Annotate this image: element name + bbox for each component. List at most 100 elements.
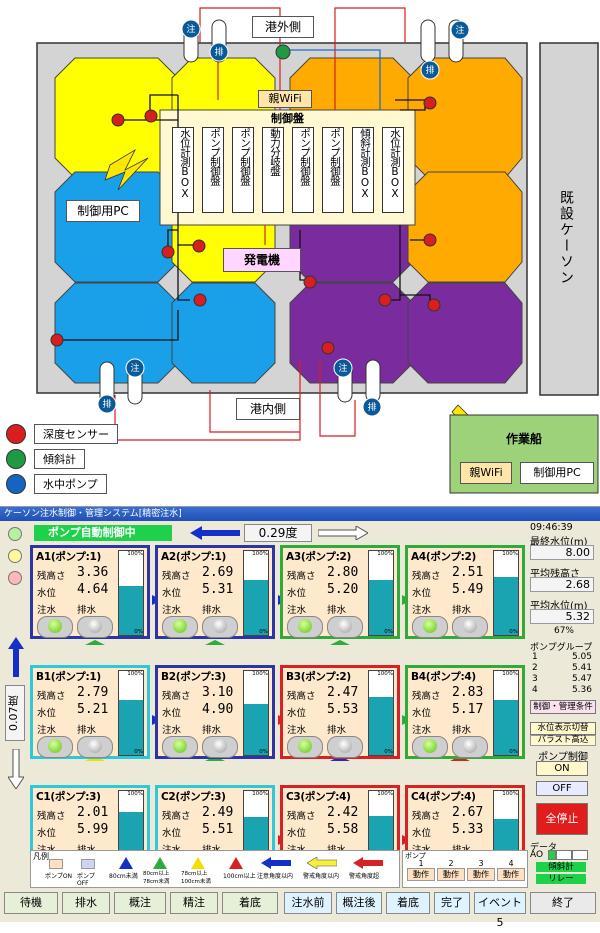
legend-80-78: 80cm以上78cm未満 [143,871,170,885]
tile-level-value: 5.21 [77,702,109,717]
gauge-max-label: 100% [127,551,143,557]
control-pc-label: 制御用PC [66,200,140,222]
drain-toggle[interactable] [327,736,363,758]
landing-2-button[interactable]: 着底 [386,892,430,914]
depth-sensor-icon [6,424,26,444]
inject-led-icon [48,739,62,753]
inject-toggle[interactable] [162,736,198,758]
tile-drain-label: 排水 [77,605,97,616]
inject-mark-1: 注 [186,25,196,35]
tile-remaining-value: 2.49 [202,805,234,820]
tile-level-gauge-fill [369,697,393,755]
depth-sensors [50,96,441,355]
gauge-max-label: 100% [127,791,143,797]
port-outside-label: 港外側 [252,16,314,38]
drain-toggle[interactable] [327,616,363,638]
drain-toggle[interactable] [77,736,113,758]
tile-remaining-label: 残高さ [287,691,316,702]
inject-toggle[interactable] [287,736,323,758]
gauge-max-label: 100% [502,671,518,677]
gauge-max-label: 100% [127,671,143,677]
all-stop-button[interactable]: 全停止 [536,803,588,835]
inject-toggle[interactable] [287,616,323,638]
tile-level-gauge: 100%0% [118,550,144,636]
gauge-max-label: 100% [377,551,393,557]
tile-level-value: 5.51 [202,822,234,837]
water-level-switch-button[interactable]: 水位表示切替 [530,722,596,735]
tile-level-gauge-fill [369,580,393,635]
drain-toggle[interactable] [202,736,238,758]
drain-button[interactable]: 排水 [62,892,110,914]
tile-remaining-value: 2.80 [327,565,359,580]
tile-level-gauge: 100%0% [368,670,394,756]
inject-toggle[interactable] [412,736,448,758]
tile-remaining-value: 2.67 [452,805,484,820]
drain-toggle[interactable] [202,616,238,638]
inject-toggle[interactable] [162,616,198,638]
legend-caution-arrow-icon [261,857,291,869]
rough-inject-button[interactable]: 概注 [114,892,166,914]
legend-over-100: 100cm以上 [223,873,256,880]
legend-caution: 注意角度以内 [257,873,294,880]
landing-button[interactable]: 着底 [222,892,278,914]
event5-button[interactable]: イベント5 [474,892,526,929]
inject-toggle[interactable] [412,616,448,638]
tile-level-label: 水位 [162,588,182,599]
drain-toggle[interactable] [77,616,113,638]
pre-inject-button[interactable]: 注水前 [284,892,332,914]
inject-toggle[interactable] [37,736,73,758]
tilt-meter [275,44,291,60]
on-button[interactable]: ON [536,761,588,776]
final-level-label: 最終水位(m) [530,537,588,548]
tile-level-value: 5.58 [327,822,359,837]
complete-button[interactable]: 完了 [434,892,470,914]
drain-led-icon [463,619,477,633]
inject-mark-2: 注 [455,26,465,36]
gauge-min-label: 0% [509,749,518,755]
drain-led-icon [338,619,352,633]
tile-level-label: 水位 [287,828,307,839]
inject-toggle[interactable] [37,616,73,638]
inject-led-icon [298,739,312,753]
drain-toggle[interactable] [452,616,488,638]
post-rough-inject-button[interactable]: 概注後 [336,892,382,914]
inject-led-icon [298,619,312,633]
inject-led-icon [48,619,62,633]
precise-inject-button[interactable]: 精注 [170,892,218,914]
mode-banner: ポンプ自動制御中 [34,525,172,541]
tile-title: A1(ポンプ:1) [36,551,102,563]
tile-drain-label: 排水 [327,725,347,736]
control-condition-button[interactable]: 制御・管理条件 [530,700,596,714]
legend-box: 凡例 ポンプON ポンプOFF 80cm未満 80cm以上78cm未満 78cm… [30,850,400,888]
drain-toggle[interactable] [452,736,488,758]
exit-button[interactable]: 終了 [530,892,596,914]
legend-under-80-icon [119,857,133,869]
gauge-min-label: 0% [509,629,518,635]
pump-group-id: 3 [532,674,538,684]
tile-title: C2(ポンプ:3) [161,791,226,803]
off-button[interactable]: OFF [536,781,588,796]
pump-group-value: 5.41 [571,663,592,673]
tile-remaining-value: 2.47 [327,685,359,700]
ao-indicator [548,850,556,860]
tile-remaining-label: 残高さ [412,571,441,582]
arrow-right-white-icon [318,526,368,540]
drain-mark-1: 排 [214,48,224,58]
tile-drain-label: 排水 [77,725,97,736]
standby-button[interactable]: 待機 [4,892,58,914]
tile-level-value: 4.90 [202,702,234,717]
